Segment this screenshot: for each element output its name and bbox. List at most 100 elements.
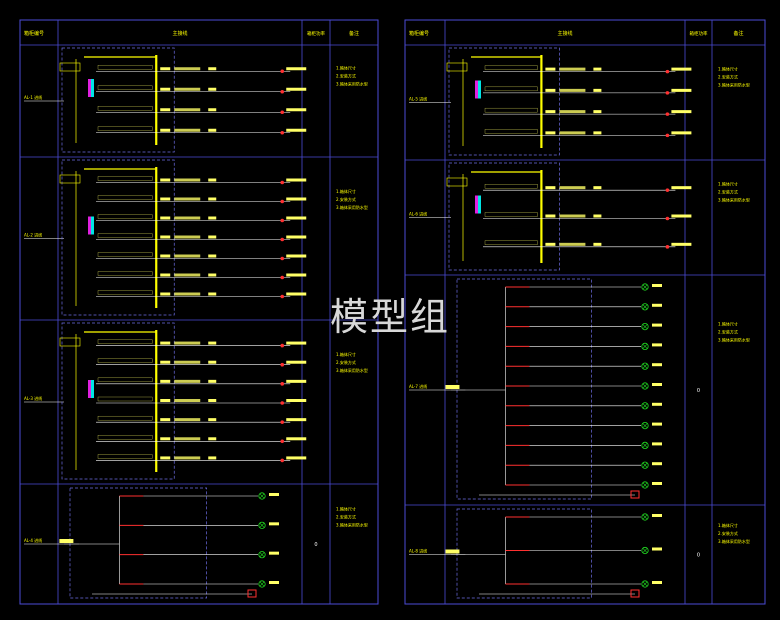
load-name <box>671 110 692 114</box>
remark-line-2: 2.安装方式 <box>336 359 356 365</box>
lamp-cross <box>642 482 648 488</box>
phase-tag <box>208 67 217 71</box>
lamp-icon <box>641 481 649 489</box>
cable-tag <box>160 178 171 182</box>
terminal-box <box>630 490 640 499</box>
lamp-label <box>652 284 662 287</box>
load-name <box>286 197 307 201</box>
load-name <box>286 292 307 296</box>
load-name <box>671 88 692 92</box>
main-breaker-tag <box>445 385 460 389</box>
incoming-label: AL-3 进线 <box>24 395 42 401</box>
lamp-icon <box>641 421 649 430</box>
lamp-label <box>652 462 662 466</box>
breaker-label-box <box>97 214 153 219</box>
terminal-dot <box>665 188 670 192</box>
remark-line-2: 2.安装方式 <box>336 196 356 202</box>
terminal-dot <box>280 294 285 299</box>
cable-tag <box>160 87 171 91</box>
lamp-cross <box>259 493 265 499</box>
terminal-dot <box>280 458 285 463</box>
cable-spec <box>174 108 201 112</box>
breaker-label-box <box>97 252 153 257</box>
lamp-label <box>269 493 279 496</box>
sheet-2: 箱柜编号主接线箱柜功率备注AL-5 进线1.箱体尺寸2.安装方式3.箱体采用防水… <box>404 19 766 605</box>
branch-circuit <box>96 85 307 94</box>
lamp-branch <box>505 362 662 370</box>
branch-circuit <box>96 271 307 280</box>
load-name <box>286 437 307 441</box>
remark-line-1: 1.箱体尺寸 <box>336 505 356 511</box>
phase-tag <box>208 216 217 220</box>
remark-line-3: 3.箱体采用防水型 <box>336 367 368 373</box>
lamp-label <box>652 323 662 327</box>
cable-spec <box>559 110 586 114</box>
cable-spec <box>174 197 201 201</box>
branch-circuit <box>483 212 692 221</box>
branch-circuit <box>483 65 692 74</box>
branch-circuit <box>96 339 307 348</box>
phase-tag <box>208 108 217 112</box>
branch-circuit <box>96 377 307 386</box>
remark-line-2: 2.安装方式 <box>718 73 738 79</box>
breaker-label-box <box>484 212 538 217</box>
lamp-icon <box>258 521 266 529</box>
lamp-cross <box>642 548 648 553</box>
lamp-branch <box>505 481 662 489</box>
breaker-label-box <box>97 195 153 200</box>
sheets-layer: 箱柜编号主接线箱柜功率备注AL-1 进线1.箱体尺寸2.安装方式3.箱体采用防水… <box>19 19 766 605</box>
lamp-branch <box>505 513 662 521</box>
terminal-dot <box>280 256 285 261</box>
phase-tag <box>208 273 217 277</box>
remark-line-2: 2.安装方式 <box>718 329 738 335</box>
breaker-label-box <box>97 290 153 295</box>
cable-tag <box>160 360 171 364</box>
terminal-dot <box>280 199 285 204</box>
load-name <box>286 254 307 258</box>
cable-spec <box>174 379 201 383</box>
lamp-cross <box>642 383 648 389</box>
ground-mark <box>478 80 481 99</box>
load-name <box>671 186 692 190</box>
cable-tag <box>160 273 171 277</box>
device-box <box>61 47 175 153</box>
lamp-branch <box>505 441 662 449</box>
phase-tag <box>208 418 217 422</box>
load-name <box>286 273 307 277</box>
load-name <box>286 216 307 220</box>
lamp-cross <box>642 324 648 330</box>
branch-circuit <box>96 435 307 444</box>
breaker-label-box <box>484 107 538 113</box>
cable-spec <box>174 418 201 422</box>
terminal-dot <box>665 216 670 221</box>
remark-line-1: 1.箱体尺寸 <box>336 65 356 71</box>
branch-circuit <box>96 233 307 242</box>
lamp-label <box>652 303 662 307</box>
main-breaker-tag <box>59 539 74 543</box>
phase-tag <box>593 88 602 92</box>
cable-tag <box>160 128 171 132</box>
header-power: 箱柜功率 <box>690 30 708 37</box>
remark-line-3: 3.箱体采用防水型 <box>718 196 750 202</box>
cable-tag <box>160 67 171 71</box>
load-name <box>286 178 307 182</box>
cable-tag <box>160 379 171 383</box>
cable-tag <box>160 437 171 441</box>
load-name <box>286 360 307 364</box>
lamp-icon <box>641 546 649 555</box>
cable-spec <box>174 292 201 296</box>
terminal-dot <box>665 91 670 95</box>
breaker-label-box <box>97 176 153 181</box>
sheet-1: 箱柜编号主接线箱柜功率备注AL-1 进线1.箱体尺寸2.安装方式3.箱体采用防水… <box>19 19 379 605</box>
branch-circuit <box>96 396 307 405</box>
lamp-branch <box>505 402 662 410</box>
power-value: 0 <box>697 388 700 394</box>
cable-spec <box>559 88 586 92</box>
ground-mark <box>478 195 481 214</box>
load-name <box>671 131 692 135</box>
load-name <box>286 67 307 71</box>
cable-spec <box>174 216 201 220</box>
